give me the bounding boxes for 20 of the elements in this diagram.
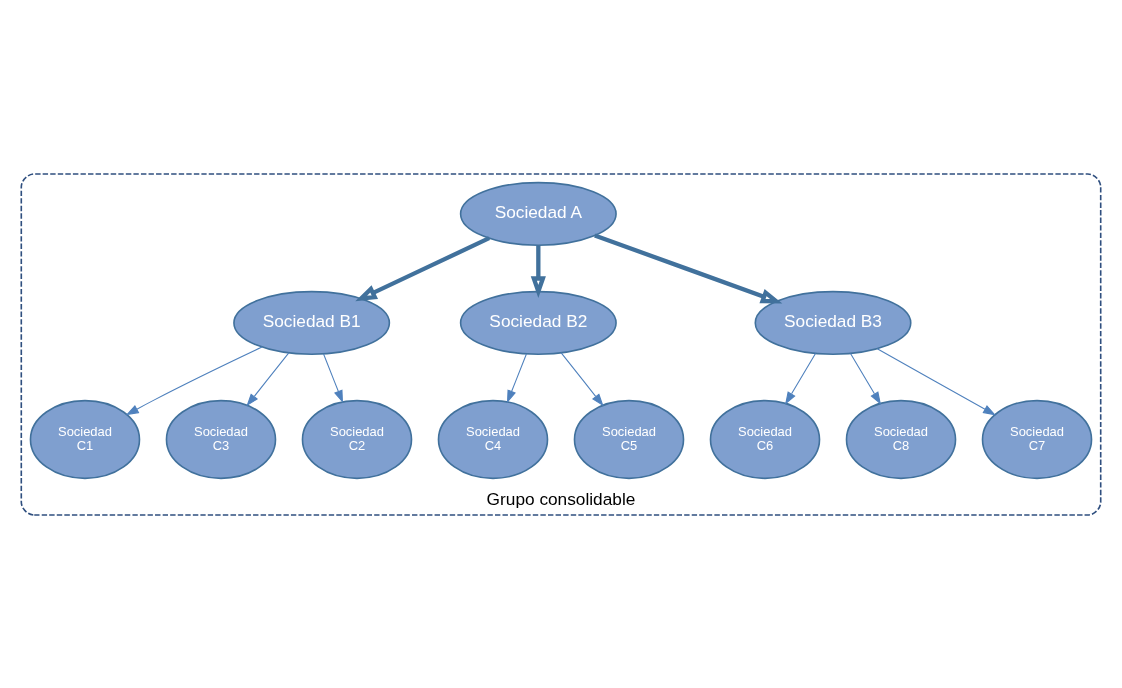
arrow [530,244,546,298]
arrow [876,347,996,415]
arrow [355,235,491,301]
node-ellipse: Sociedad C2 [301,399,413,479]
node-ellipse: Sociedad B2 [459,290,617,355]
arrow [594,232,783,303]
arrow [506,353,527,403]
arrow [323,353,343,403]
node-ellipse: Sociedad C5 [573,399,685,479]
node-ellipse: Sociedad A [459,181,617,246]
node-ellipse: Sociedad C4 [437,399,549,479]
arrow [785,352,817,405]
arrow [560,351,604,406]
node-ellipse: Sociedad C6 [709,399,821,479]
arrow [125,346,263,415]
arrow [246,351,290,406]
node-ellipse: Sociedad C8 [845,399,957,479]
node-ellipse: Sociedad C3 [165,399,277,479]
arrow [850,352,881,405]
node-ellipse: Sociedad B1 [233,290,391,355]
